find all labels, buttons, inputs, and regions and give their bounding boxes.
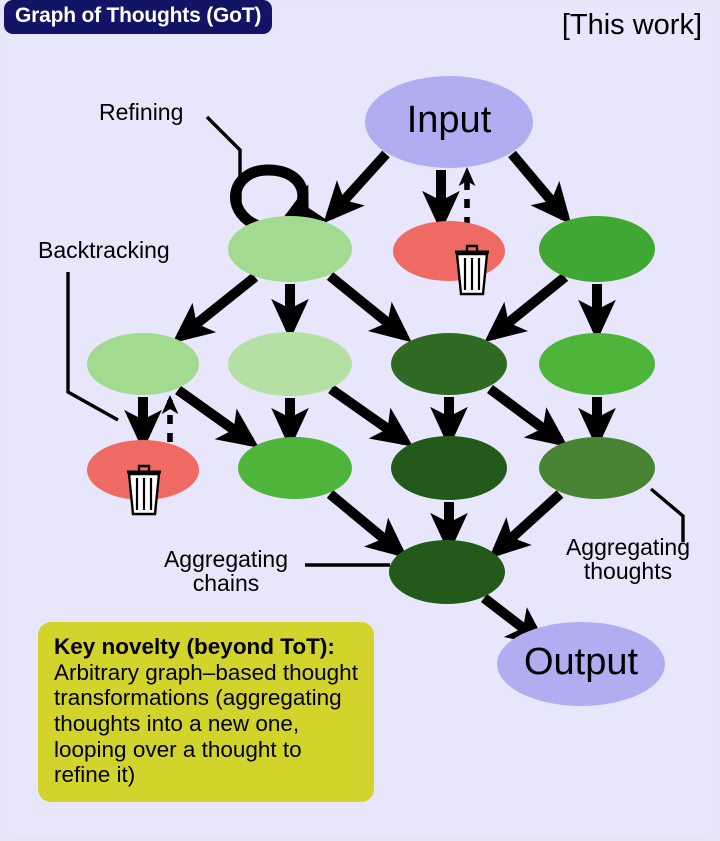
- key-novelty-body: Arbitrary graph–based thought transforma…: [54, 659, 358, 788]
- key-novelty-box: Key novelty (beyond ToT): Arbitrary grap…: [38, 622, 374, 802]
- node-t1[interactable]: [228, 216, 352, 282]
- self-loop-refining: [230, 164, 329, 234]
- edge-t1-t3: [172, 273, 259, 344]
- key-novelty-heading: Key novelty (beyond ToT):: [54, 634, 335, 659]
- aggregating-thoughts-leader: [649, 487, 685, 542]
- annotation-aggregating-chains: Aggregating chains: [146, 547, 306, 595]
- graph-nodes: [87, 76, 665, 706]
- backtracking-edges: [161, 167, 476, 442]
- edge-input-t2: [508, 150, 572, 225]
- edge-t1-t1: [230, 164, 329, 234]
- trash-icon-d1: [455, 244, 489, 296]
- node-input[interactable]: [365, 76, 533, 168]
- node-t2[interactable]: [539, 216, 655, 282]
- annotation-backtracking: Backtracking: [38, 237, 170, 263]
- node-t6[interactable]: [539, 333, 655, 395]
- aggregating-chains-line2: chains: [192, 570, 260, 597]
- edge-t1-t5: [326, 272, 412, 343]
- annotation-aggregating-thoughts: Aggregating thoughts: [548, 535, 708, 583]
- node-output[interactable]: [497, 622, 665, 706]
- edge-t4-t8: [328, 384, 414, 447]
- aggregating-chains-line1: Aggregating: [163, 546, 289, 572]
- node-t3[interactable]: [87, 333, 199, 395]
- trash-icon-d2: [127, 464, 161, 516]
- edge-t7-t10: [326, 490, 408, 559]
- edge-t2-t5: [484, 273, 569, 343]
- edge-t3-t7: [175, 385, 260, 448]
- aggregating-thoughts-line2: thoughts: [583, 558, 673, 585]
- node-t7[interactable]: [238, 437, 352, 499]
- edge-input-t1: [323, 150, 390, 224]
- node-t8[interactable]: [391, 436, 507, 500]
- this-work-tag: [This work]: [561, 9, 702, 41]
- node-t10-aggregate[interactable]: [389, 540, 505, 604]
- backtracking-leader: [66, 272, 119, 422]
- node-t4[interactable]: [228, 332, 352, 396]
- annotation-refining: Refining: [99, 99, 184, 125]
- node-t9[interactable]: [539, 437, 655, 499]
- figure-title: Graph of Thoughts (GoT): [4, 0, 273, 35]
- node-t5[interactable]: [391, 333, 507, 395]
- graph-edges: [124, 150, 616, 647]
- node-d2-discarded[interactable]: [87, 440, 199, 500]
- edge-t5-t9: [487, 384, 568, 447]
- aggregating-thoughts-line1: Aggregating: [565, 534, 691, 560]
- edge-t9-t10: [488, 490, 564, 559]
